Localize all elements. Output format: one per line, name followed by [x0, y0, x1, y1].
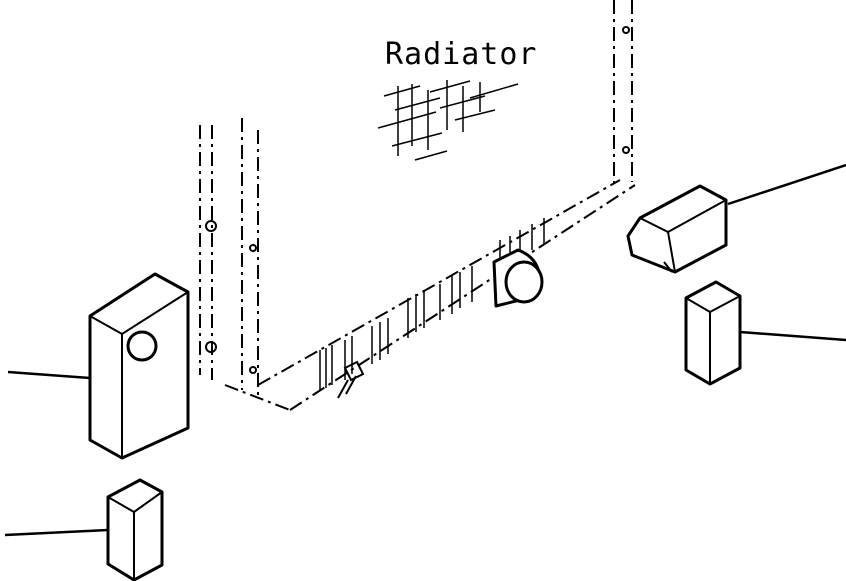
- drain-valve: [337, 360, 365, 399]
- left-upper-mount-block: [88, 272, 190, 460]
- hole-icon: [249, 244, 257, 252]
- radiator-core-hatch: [377, 80, 519, 161]
- leader-line: [4, 528, 109, 537]
- bolt-icon: [205, 341, 217, 353]
- hole-icon: [249, 366, 257, 374]
- radiator-bottom-tank: [224, 179, 636, 411]
- right-upper-mount-block: [626, 184, 728, 274]
- leader-lines: [4, 163, 846, 537]
- leader-line: [727, 163, 846, 206]
- leader-line: [7, 370, 91, 380]
- mount-hole-icon: [126, 330, 158, 362]
- hole-icon: [622, 146, 630, 154]
- radiator-left-frame: [199, 118, 259, 398]
- left-lower-mount-block: [106, 478, 164, 581]
- hole-icon: [622, 26, 630, 34]
- radiator-right-frame: [613, 0, 633, 185]
- outlet-pipe: [492, 248, 544, 308]
- leader-line: [739, 330, 846, 342]
- bolt-icon: [205, 220, 217, 232]
- radiator-label: Radiator: [385, 37, 538, 72]
- right-lower-mount-block: [684, 280, 742, 386]
